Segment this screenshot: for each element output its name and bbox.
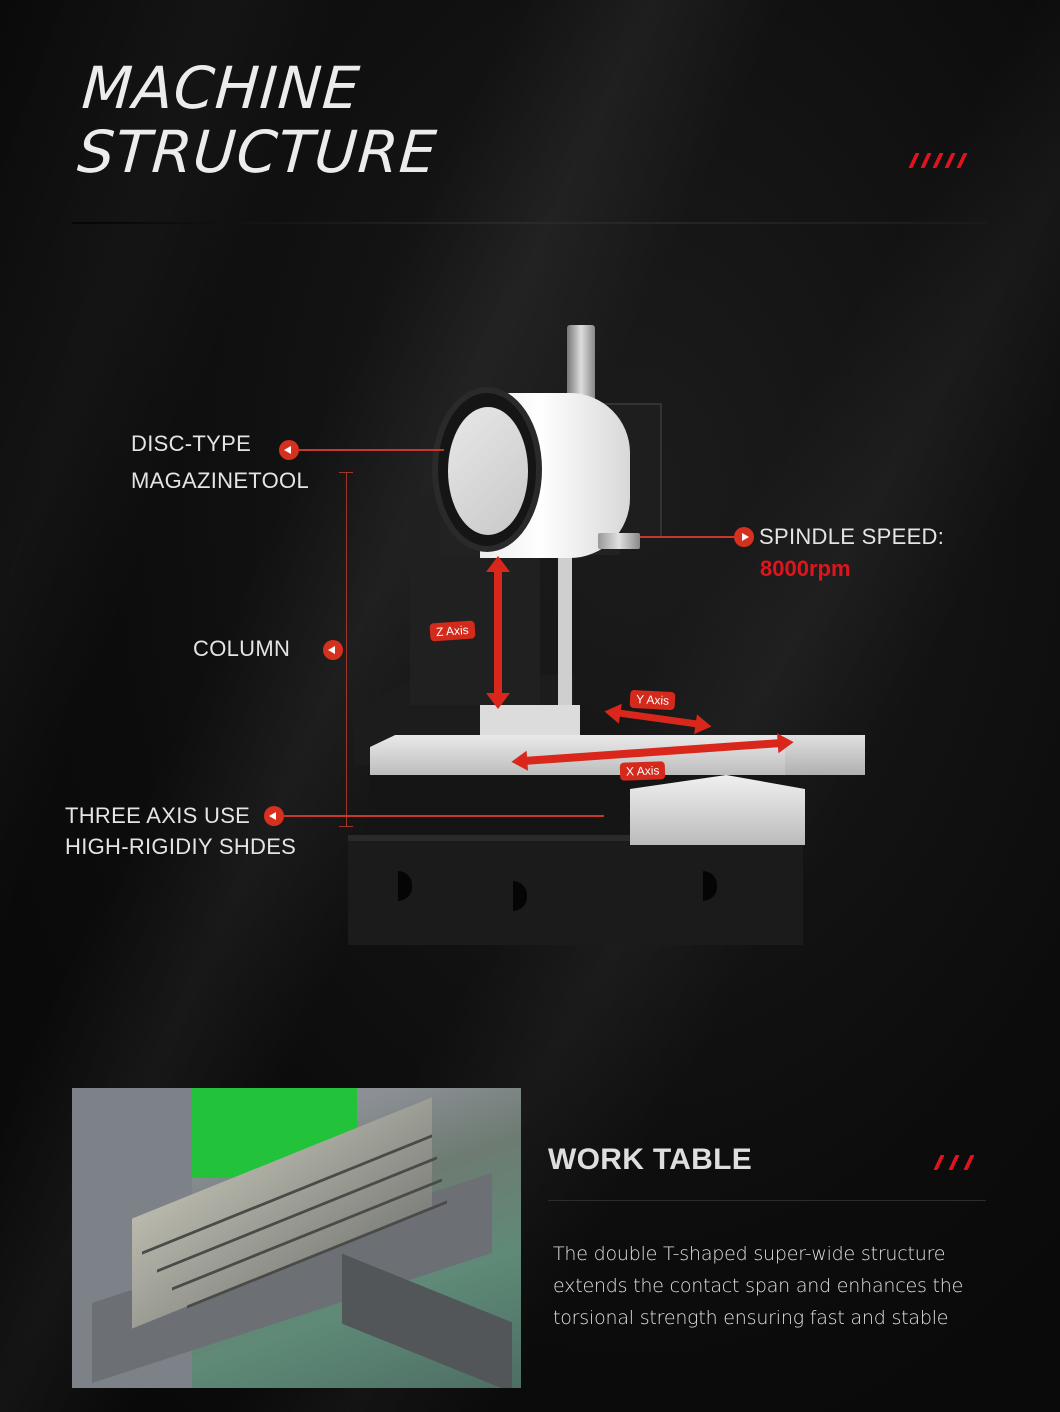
callout-spindle-line [640, 536, 735, 538]
description-line-2: extends the contact span and enhances th… [553, 1275, 964, 1297]
work-table-description: The double T-shaped super-wide structure… [553, 1238, 993, 1334]
y-axis-tag: Y Axis [629, 689, 676, 711]
callout-slides-line [284, 815, 604, 817]
callout-spindle-label: SPINDLE SPEED: [759, 524, 945, 549]
spindle-speed-value: 8000rpm [760, 556, 851, 581]
callout-column-label: COLUMN [193, 636, 291, 661]
title-line-2: STRUCTURE [75, 118, 440, 186]
z-axis-arrow-icon [486, 556, 510, 709]
z-axis-tag: Z Axis [429, 620, 476, 642]
machine-illustration [340, 315, 870, 955]
front-way-cover [630, 775, 805, 845]
z-rail [558, 555, 572, 705]
callout-slides-line2: HIGH-RIGIDIY SHDES [65, 834, 297, 859]
description-line-1: The double T-shaped super-wide structure [553, 1243, 946, 1265]
callout-magazine-line2: MAGAZINETOOL [131, 468, 309, 493]
arrow-left-circle-icon [323, 640, 343, 660]
accent-slashes-icon [933, 1155, 975, 1170]
accent-slashes-icon [908, 153, 968, 168]
work-table-divider [548, 1200, 986, 1201]
arrow-right-circle-icon [734, 527, 754, 547]
machine-base [348, 835, 803, 945]
callout-magazine-line1: DISC-TYPE [131, 431, 252, 456]
page-title: MACHINE STRUCTURE [75, 54, 444, 186]
callout-magazine-line [299, 449, 444, 451]
title-line-1: MACHINE [79, 54, 363, 122]
header-divider [72, 222, 987, 224]
x-axis-tag: X Axis [619, 761, 666, 781]
spindle-motor [567, 325, 595, 403]
arrow-left-circle-icon [264, 806, 284, 826]
column-marker-bottom [339, 826, 353, 827]
table-right-cover [785, 735, 865, 775]
description-line-3: torsional strength ensuring fast and sta… [553, 1307, 949, 1329]
arrow-left-circle-icon [279, 440, 299, 460]
work-table-title: WORK TABLE [548, 1143, 753, 1176]
work-table-photo [72, 1088, 521, 1388]
tool-disc-face [448, 407, 528, 535]
callout-slides-line1: THREE AXIS USE [65, 803, 251, 828]
spindle-nose [598, 533, 640, 549]
column-marker-line [346, 472, 347, 827]
